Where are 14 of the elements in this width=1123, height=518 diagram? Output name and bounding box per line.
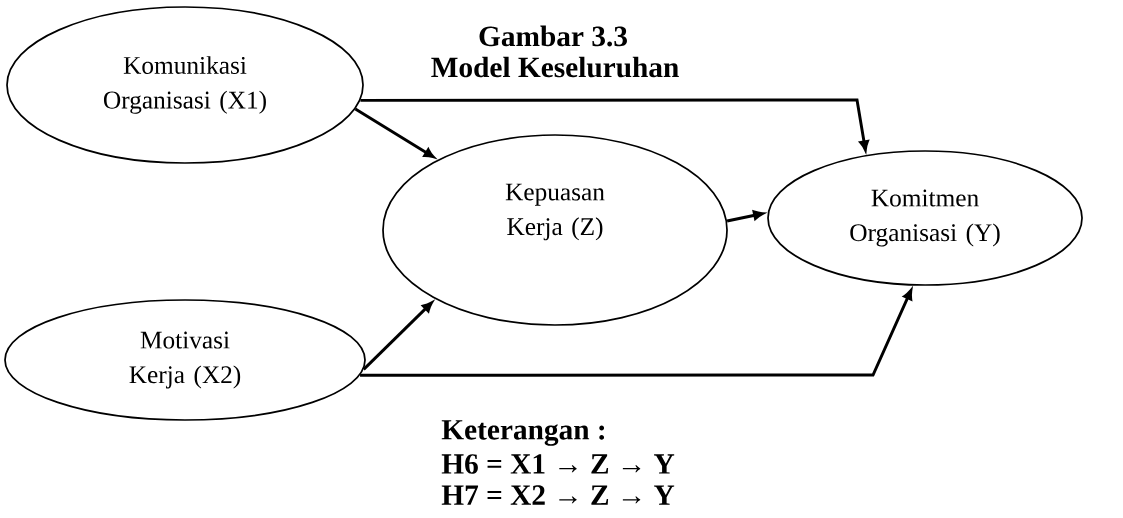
node-text: Motivasi Kerja (X2): [129, 331, 241, 389]
ellipse-node: [382, 134, 728, 326]
figure-title: Gambar 3.3: [479, 25, 627, 47]
figure-caption: Model Keseluruhan: [431, 56, 679, 78]
note-text: H7 = X2 → Z → Y: [441, 485, 675, 505]
node-text: Komunikasi Organisasi (X1): [103, 56, 266, 114]
node-text: Kepuasan Kerja (Z): [505, 183, 605, 241]
ellipse-node: [767, 150, 1083, 286]
note-text: Keterangan :: [441, 420, 605, 446]
ellipse-node: [6, 6, 364, 164]
node-text: Komitmen Organisasi (Y): [850, 189, 1000, 247]
ellipse-node: [4, 299, 366, 421]
note-text: H6 = X1 → Z → Y: [441, 454, 675, 474]
arrow: [354, 107, 435, 159]
